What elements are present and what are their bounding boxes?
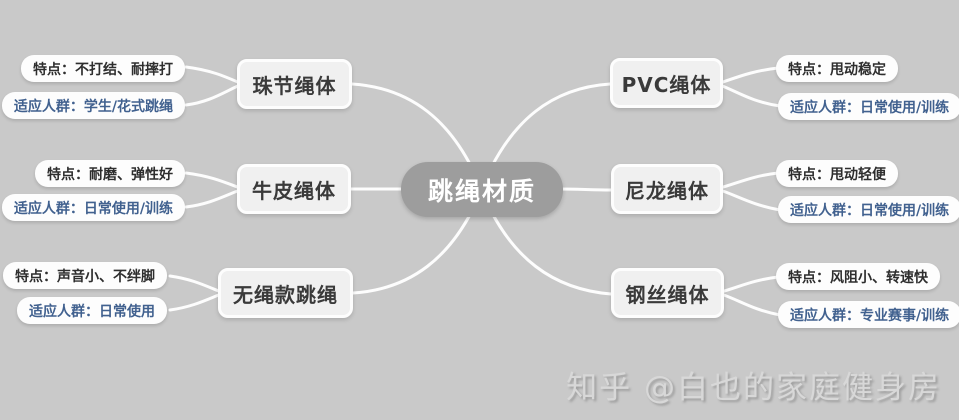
branch-node-label: 无绳款跳绳 xyxy=(233,282,338,307)
connector xyxy=(556,187,613,192)
connector xyxy=(350,82,474,170)
connector xyxy=(351,209,474,295)
feature-text: 特点：风阻小、转速快 xyxy=(788,269,928,286)
branch-node-steel[interactable]: 钢丝绳体 xyxy=(611,268,724,318)
audience-text: 适应人群：日常使用/训练 xyxy=(790,99,950,116)
audience-leaf-cordless[interactable]: 适应人群：日常使用 xyxy=(17,297,167,324)
branch-node-pvc[interactable]: PVC绳体 xyxy=(610,58,723,108)
audience-leaf-steel[interactable]: 适应人群：专业赛事/训练 xyxy=(778,301,959,328)
connector xyxy=(718,66,780,85)
audience-leaf-nylon[interactable]: 适应人群：日常使用/训练 xyxy=(778,196,959,223)
connector xyxy=(184,171,242,190)
audience-leaf-leather[interactable]: 适应人群：日常使用/训练 xyxy=(1,194,185,221)
audience-leaf-beaded[interactable]: 适应人群：学生/花式跳绳 xyxy=(1,92,185,119)
feature-leaf-leather[interactable]: 特点：耐磨、弹性好 xyxy=(35,160,185,187)
branch-node-nylon[interactable]: 尼龙绳体 xyxy=(611,164,723,214)
connector xyxy=(718,83,782,108)
connector xyxy=(718,171,780,190)
connector xyxy=(168,274,223,294)
feature-text: 特点：不打结、耐摔打 xyxy=(33,61,173,78)
watermark: 知乎 @白也的家庭健身房 xyxy=(566,370,941,406)
feature-text: 特点：甩动轻便 xyxy=(788,166,886,183)
connector xyxy=(489,82,612,170)
audience-text: 适应人群：专业赛事/训练 xyxy=(790,307,950,324)
connector xyxy=(184,188,242,209)
audience-text: 适应人群：学生/花式跳绳 xyxy=(13,98,173,115)
branch-node-label: 牛皮绳体 xyxy=(252,178,336,203)
branch-node-label: 钢丝绳体 xyxy=(625,282,710,307)
feature-leaf-cordless[interactable]: 特点：声音小、不绊脚 xyxy=(3,262,167,289)
branch-node-cordless[interactable]: 无绳款跳绳 xyxy=(218,268,353,318)
audience-text: 适应人群：日常使用/训练 xyxy=(13,200,173,217)
connector xyxy=(168,292,223,312)
root-node[interactable]: 跳绳材质 xyxy=(401,162,563,217)
root-node-label: 跳绳材质 xyxy=(427,176,536,206)
branch-node-label: PVC绳体 xyxy=(621,72,712,97)
branch-node-beaded[interactable]: 珠节绳体 xyxy=(237,59,352,109)
feature-text: 特点：甩动稳定 xyxy=(788,61,886,78)
feature-leaf-steel[interactable]: 特点：风阻小、转速快 xyxy=(776,263,940,290)
feature-leaf-pvc[interactable]: 特点：甩动稳定 xyxy=(776,55,898,82)
branch-node-label: 尼龙绳体 xyxy=(625,178,709,203)
feature-text: 特点：声音小、不绊脚 xyxy=(15,268,155,285)
audience-text: 适应人群：日常使用/训练 xyxy=(790,202,950,219)
connector xyxy=(718,188,782,212)
connector xyxy=(719,292,782,317)
feature-leaf-beaded[interactable]: 特点：不打结、耐摔打 xyxy=(21,55,185,82)
connector xyxy=(489,209,613,296)
branch-node-leather[interactable]: 牛皮绳体 xyxy=(237,164,351,214)
connector xyxy=(719,275,780,294)
audience-leaf-pvc[interactable]: 适应人群：日常使用/训练 xyxy=(778,93,959,120)
connector xyxy=(184,65,242,85)
feature-leaf-nylon[interactable]: 特点：甩动轻便 xyxy=(776,160,898,187)
branch-node-label: 珠节绳体 xyxy=(252,73,337,98)
feature-text: 特点：耐磨、弹性好 xyxy=(47,166,173,183)
connector xyxy=(184,83,242,107)
audience-text: 适应人群：日常使用 xyxy=(29,303,155,320)
